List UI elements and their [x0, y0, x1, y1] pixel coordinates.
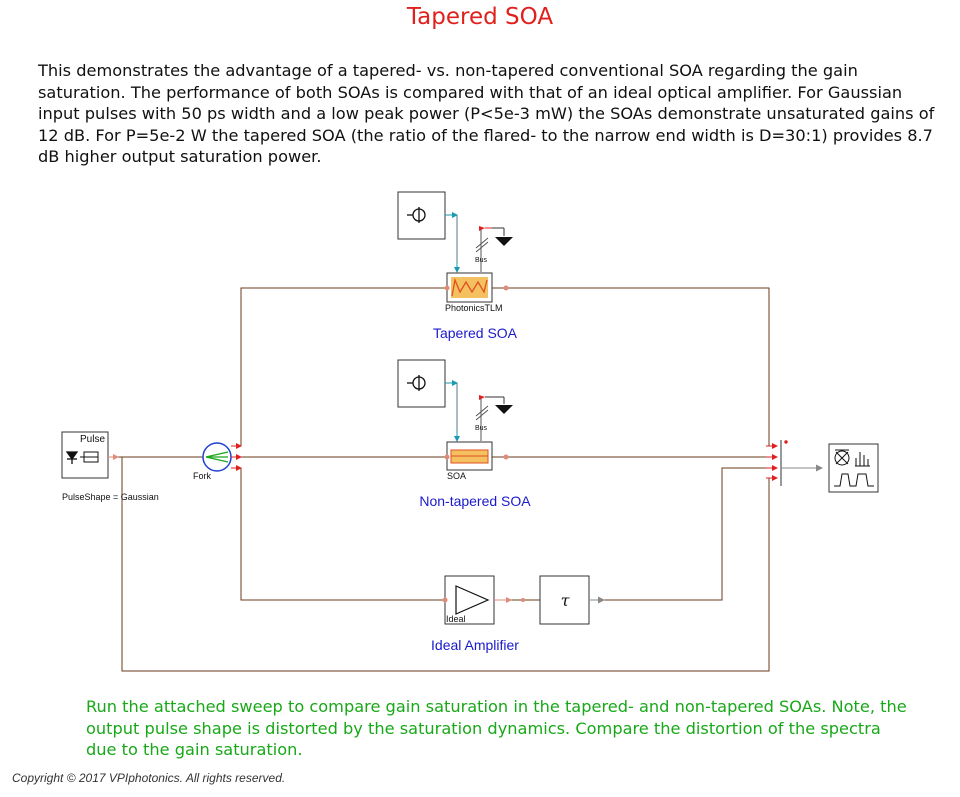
wire-loop-bottom — [121, 457, 770, 672]
tapered-caption: Tapered SOA — [433, 325, 518, 341]
wire-fork-ideal — [240, 468, 445, 601]
time-delay-icon: τ — [561, 591, 571, 610]
current-source-icon — [407, 207, 426, 223]
page-title: Tapered SOA — [406, 4, 554, 30]
pulse-source-module[interactable]: Pulse — [61, 431, 119, 479]
current-source-top[interactable] — [397, 191, 446, 240]
soa-module-label: SOA — [447, 471, 466, 481]
bus-label-top: Bus — [475, 257, 488, 264]
combiner-ports[interactable] — [766, 440, 788, 486]
nontapered-caption: Non-tapered SOA — [419, 493, 531, 509]
fork-module[interactable] — [202, 442, 242, 472]
signal-analyzer-module[interactable] — [828, 443, 879, 493]
instruction-note: Run the attached sweep to compare gain s… — [86, 697, 907, 759]
wire-ctrl-tapered — [445, 214, 458, 272]
bus-connector-top: Bus — [475, 226, 513, 272]
tapered-module-label: PhotonicsTLM — [445, 303, 503, 313]
ideal-amplifier-module[interactable] — [442, 575, 526, 625]
current-source-middle[interactable] — [397, 359, 446, 408]
soa-module[interactable] — [444, 441, 509, 471]
analyzer-icon — [834, 449, 874, 487]
time-delay-module[interactable]: τ — [539, 575, 605, 625]
fork-icon — [205, 451, 229, 463]
wire-ctrl-soa — [445, 382, 458, 441]
pulse-shape-icon — [80, 451, 99, 463]
pulse-param-label: PulseShape = Gaussian — [62, 492, 159, 502]
wires — [118, 287, 770, 672]
tapered-soa-module[interactable] — [444, 272, 509, 303]
wire-tapered-out — [494, 287, 770, 446]
ideal-module-label: Ideal — [446, 614, 466, 624]
ground-icon — [495, 237, 513, 246]
description-text: This demonstrates the advantage of a tap… — [38, 61, 935, 166]
wire-delay-out — [590, 467, 769, 601]
current-source-icon-2 — [407, 375, 426, 391]
amplifier-icon — [455, 585, 490, 615]
copyright-text: Copyright © 2017 VPIphotonics. All right… — [12, 771, 286, 785]
ground-icon-2 — [495, 405, 513, 414]
ideal-caption: Ideal Amplifier — [431, 637, 519, 653]
diode-icon — [65, 451, 79, 464]
fork-label: Fork — [193, 471, 212, 481]
bus-connector-middle: Bus — [475, 395, 513, 441]
pulse-label: Pulse — [80, 434, 105, 445]
tapered-soa-icon — [451, 277, 488, 297]
bus-label-middle: Bus — [475, 425, 488, 432]
wire-fork-tapered — [240, 287, 447, 446]
